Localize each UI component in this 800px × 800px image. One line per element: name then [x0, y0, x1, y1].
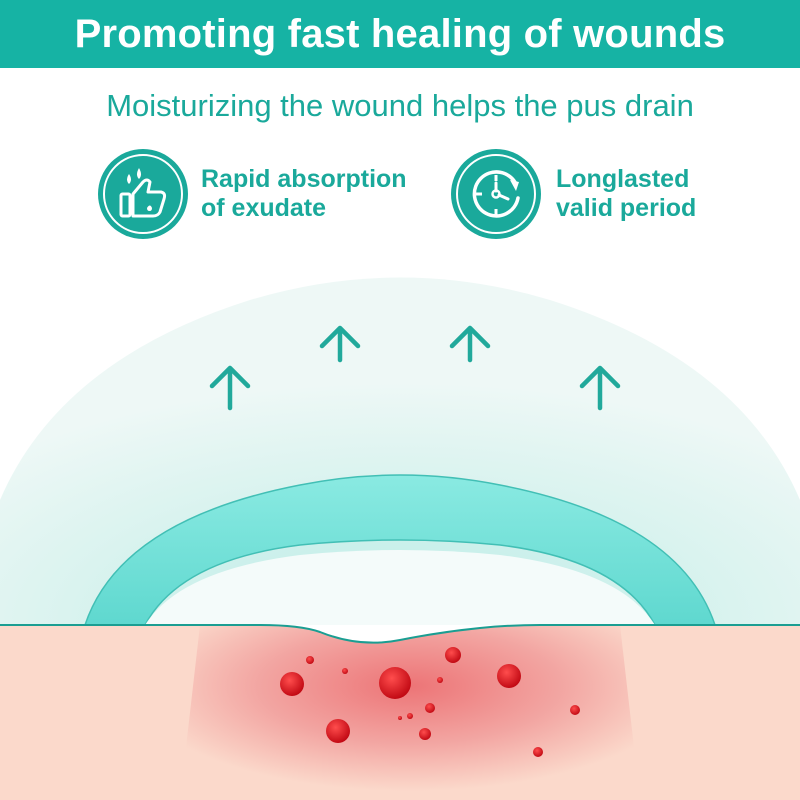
arrow-up-icon	[449, 325, 491, 363]
blood-droplet	[533, 747, 543, 757]
feature-longlasted: Longlasted valid period	[450, 148, 696, 240]
header-banner: Promoting fast healing of wounds	[0, 0, 800, 68]
feature-line: Longlasted	[556, 165, 690, 193]
blood-droplet	[407, 713, 413, 719]
blood-droplet	[398, 716, 402, 720]
blood-droplet	[306, 656, 314, 664]
thumbs-up-drops-icon	[98, 149, 188, 239]
blood-droplet	[342, 668, 348, 674]
blood-droplet	[570, 705, 580, 715]
feature-rapid-absorption: Rapid absorption of exudate	[97, 148, 407, 240]
blood-droplet	[445, 647, 461, 663]
upward-arrows	[209, 325, 621, 411]
feature-text: Rapid absorption of exudate	[201, 165, 407, 223]
feature-line: valid period	[556, 194, 697, 222]
blood-droplet	[497, 664, 521, 688]
blood-droplet	[326, 719, 350, 743]
skin-surface-line	[0, 624, 800, 644]
blood-droplets	[280, 647, 580, 757]
blood-droplet	[437, 677, 443, 683]
feature-line: Rapid absorption	[201, 165, 407, 193]
feature-line: of exudate	[201, 194, 327, 222]
arrow-up-icon	[579, 365, 621, 411]
feature-text: Longlasted valid period	[556, 165, 696, 223]
blood-droplet	[379, 667, 411, 699]
arrow-up-icon	[209, 365, 251, 411]
blood-droplet	[280, 672, 304, 696]
subtitle: Moisturizing the wound helps the pus dra…	[106, 88, 694, 123]
pad-inner-gap	[145, 550, 655, 625]
clock-refresh-icon	[451, 149, 541, 239]
arrow-up-icon	[319, 325, 361, 363]
absorbent-pad	[83, 474, 717, 626]
blood-droplet	[419, 728, 431, 740]
page-title: Promoting fast healing of wounds	[74, 11, 726, 56]
wound-area	[180, 625, 640, 800]
blood-droplet	[425, 703, 435, 713]
